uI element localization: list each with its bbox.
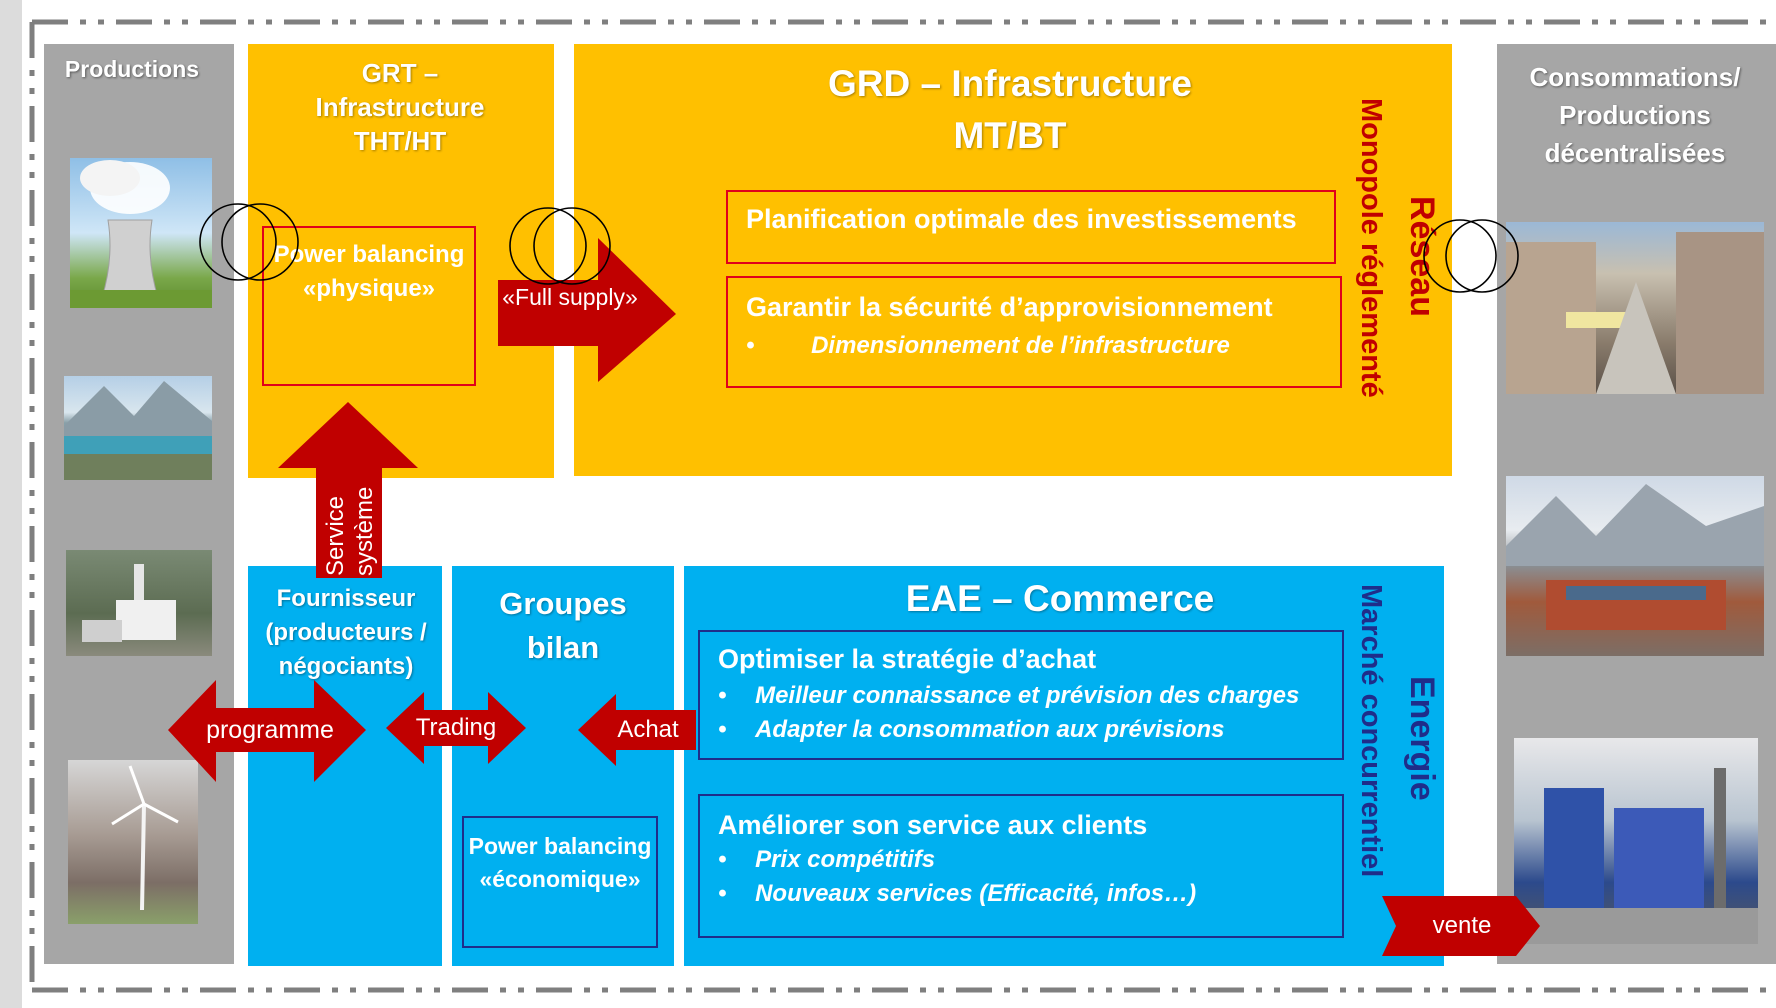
bullet-marker: •	[718, 880, 727, 907]
vente-arrow	[1382, 896, 1540, 956]
town-street-photo	[1506, 222, 1764, 394]
eae-box-achat	[698, 630, 1344, 760]
service-label: Service	[322, 496, 349, 576]
groupes-bilan-power-balancing-label: Power balancing «économique»	[468, 833, 652, 892]
service-systeme-label: Service système	[318, 468, 380, 580]
bullet-marker: •	[718, 716, 727, 743]
eae-box2-bullet-0: • Prix compétitifs	[718, 846, 935, 874]
trading-arrow	[386, 692, 526, 764]
systeme-label: système	[351, 487, 378, 576]
grd-block	[574, 44, 1452, 476]
grt-block	[248, 44, 554, 478]
industrial-plant-photo	[1514, 738, 1758, 944]
grt-power-balancing-label: Power balancing «physique»	[273, 241, 465, 302]
connector-rings-icon	[199, 203, 299, 281]
eae-label-energie: Energie	[1403, 676, 1441, 801]
full-supply-label: «Full supply»	[502, 284, 638, 310]
grd-box-planification	[726, 190, 1336, 264]
grd-title-line2: MT/BT	[953, 115, 1067, 156]
grd-title: GRD – Infrastructure MT/BT	[720, 58, 1300, 162]
dam-lake-photo	[64, 376, 212, 480]
grd-bullet-0-text: Dimensionnement de l’infrastructure	[811, 332, 1230, 359]
eae-box-service	[698, 794, 1344, 938]
connector-rings-icon	[1423, 219, 1519, 293]
connector-rings-icon	[509, 207, 611, 285]
eae-box-achat-title: Optimiser la stratégie d’achat	[718, 644, 1097, 674]
grd-bullet-0: • Dimensionnement de l’infrastructure	[746, 332, 1230, 360]
productions-title: Productions	[64, 56, 200, 82]
bullet-marker: •	[718, 846, 727, 873]
grd-box-planification-title: Planification optimale des investissemen…	[746, 204, 1297, 234]
vente-label: vente	[1432, 912, 1492, 939]
eae-box1-bullet-0-text: Meilleur connaissance et prévision des c…	[755, 682, 1300, 709]
eae-box2-bullet-1-text: Nouveaux services (Efficacité, infos…)	[755, 880, 1197, 907]
bullet-marker: •	[718, 682, 727, 709]
industrial-zone-photo	[1506, 476, 1764, 656]
trading-label: Trading	[415, 714, 497, 741]
eae-box-service-title: Améliorer son service aux clients	[718, 810, 1148, 840]
grd-box-securite-title: Garantir la sécurité d’approvisionnement	[746, 292, 1273, 322]
achat-label: Achat	[617, 716, 679, 743]
achat-arrow	[578, 694, 696, 766]
eae-label-marche: Marché concurrentiel	[1355, 584, 1387, 878]
eae-box1-bullet-0: • Meilleur connaissance et prévision des…	[718, 682, 1299, 710]
grt-power-balancing-box	[262, 226, 476, 386]
consommations-title: Consommations/ Productions décentralisée…	[1529, 62, 1741, 168]
fournisseur-title: Fournisseur (producteurs / négociants)	[265, 585, 427, 680]
grd-label-reseau: Réseau	[1403, 196, 1441, 317]
grd-box-securite	[726, 276, 1342, 388]
eae-block	[684, 566, 1444, 966]
eae-title: EAE – Commerce	[905, 578, 1215, 619]
service-systeme-arrow	[278, 402, 418, 578]
eae-box2-bullet-1: • Nouveaux services (Efficacité, infos…)	[718, 880, 1196, 908]
full-supply-arrow	[498, 238, 676, 382]
fournisseur-block	[248, 566, 442, 966]
grd-label-monopole: Monopole réglementé	[1355, 98, 1387, 398]
grd-title-line1: GRD – Infrastructure	[828, 63, 1192, 104]
eae-box2-bullet-0-text: Prix compétitifs	[755, 846, 936, 873]
programme-label: programme	[206, 716, 334, 744]
programme-arrow	[168, 680, 366, 782]
bullet-marker: •	[746, 332, 755, 359]
nuclear-plant-photo	[70, 158, 212, 308]
eae-box1-bullet-1: • Adapter la consommation aux prévisions	[718, 716, 1225, 744]
groupes-bilan-power-balancing-box	[462, 816, 658, 948]
groupes-bilan-block	[452, 566, 674, 966]
eae-box1-bullet-1-text: Adapter la consommation aux prévisions	[755, 716, 1225, 743]
grt-title: GRT – Infrastructure THT/HT	[315, 58, 485, 156]
thermal-plant-photo	[66, 550, 212, 656]
wind-turbine-photo	[68, 760, 198, 924]
groupes-bilan-title: Groupes bilan	[499, 586, 627, 665]
